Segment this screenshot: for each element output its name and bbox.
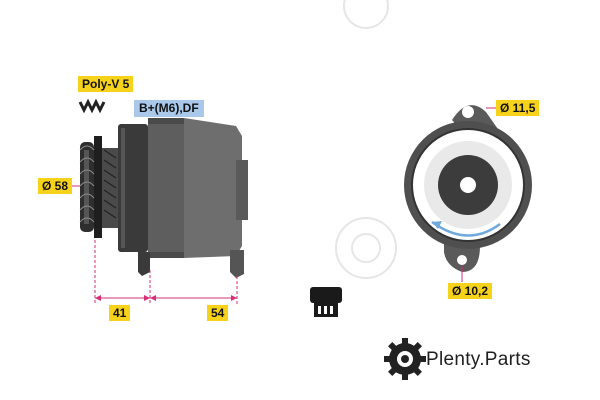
brand-wordmark: Plenty.Parts [426,349,531,370]
bottom-hole-diameter-label: Ø 10,2 [448,283,493,299]
stator [148,118,184,258]
brand-name: Plenty [426,349,480,370]
dimension-left-label: 41 [109,305,131,321]
mount-hole-bottom [457,255,467,265]
pulley [79,136,102,238]
alternator-end-view [404,105,532,282]
fan [102,148,118,228]
belt-type-label: Poly-V 5 [78,76,134,92]
alternator-side-view [79,118,248,278]
shaft [460,177,476,193]
front-housing [118,124,148,252]
pulley-diameter-label: Ø 58 [38,178,73,194]
mount-foot-rear [230,250,244,278]
brand-gear-icon [384,338,426,380]
dimension-right-label: 54 [207,305,229,321]
poly-v-profile-icon [78,98,106,114]
dimension-lines [70,185,238,304]
connector-plug-icon [310,287,342,317]
top-hole-diameter-label: Ø 11,5 [496,100,540,116]
rear-housing [184,118,242,258]
terminal-label: B+(M6),DF [134,100,204,117]
mount-hole-top [462,106,474,118]
brand-suffix: Parts [484,349,531,370]
mount-foot-front [138,252,150,276]
